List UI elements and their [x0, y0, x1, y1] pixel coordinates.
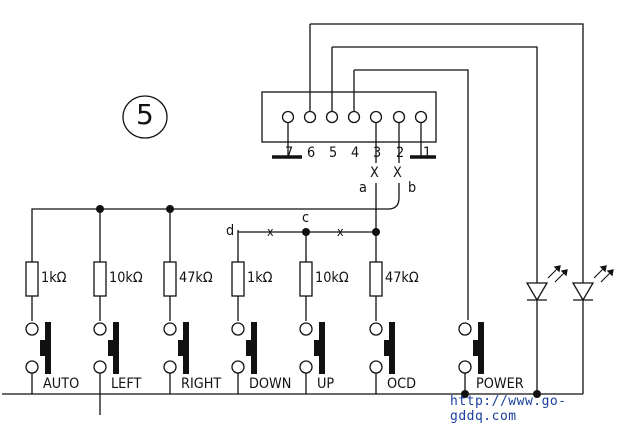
- connector-pin-label-5: 5: [329, 145, 338, 161]
- resistor-label-4: 1kΩ: [247, 270, 273, 286]
- connector-pin-label-3: 3: [373, 145, 382, 161]
- connector-pin-label-6: 6: [307, 145, 316, 161]
- switch-label-right: RIGHT: [181, 376, 222, 392]
- wire-pin5-led1: [332, 46, 538, 283]
- node-label-b: b: [408, 180, 417, 196]
- wire-pin4-power: [354, 69, 469, 320]
- connector-pin-label-2: 2: [396, 145, 405, 161]
- switch-label-left: LEFT: [111, 376, 142, 392]
- junction-dots: [96, 205, 541, 398]
- node-label-c: c: [302, 210, 310, 226]
- led-1: [525, 265, 568, 394]
- cut-mark-a: X: [370, 165, 379, 181]
- resistor-label-5: 10kΩ: [315, 270, 349, 286]
- wire-pin6-led2: [310, 23, 584, 283]
- switch-label-ocd: OCD: [387, 376, 417, 392]
- pin-stubs: [287, 24, 422, 163]
- connector-pin-label-4: 4: [351, 145, 360, 161]
- cut-mark-cd: x: [267, 225, 274, 239]
- node-label-d: d: [226, 223, 235, 239]
- connector-pin-label-1: 1: [423, 145, 432, 161]
- cut-mark-b: X: [393, 165, 402, 181]
- schematic-diagram: [2, 23, 614, 415]
- badge-circle: [122, 95, 168, 139]
- badge-number: 5: [136, 98, 154, 131]
- node-label-a: a: [359, 180, 367, 196]
- switch-label-up: UP: [317, 376, 335, 392]
- switch-actuators: [40, 322, 484, 374]
- switch-label-power: POWER: [476, 376, 524, 392]
- resistor-label-6: 47kΩ: [385, 270, 419, 286]
- resistor-label-1: 1kΩ: [41, 270, 67, 286]
- led-2: [571, 265, 614, 394]
- branch-drops: [99, 209, 377, 262]
- connector-body: [261, 91, 437, 143]
- resistor-label-2: 10kΩ: [109, 270, 143, 286]
- resistor-leads: [31, 296, 377, 321]
- switch-label-auto: AUTO: [43, 376, 80, 392]
- watermark-url: http://www.go-gddq.com: [450, 394, 567, 424]
- cut-mark-cx: x: [337, 225, 344, 239]
- resistor-label-3: 47kΩ: [179, 270, 213, 286]
- connector-pins: [281, 110, 428, 124]
- connector-pin-label-7: 7: [285, 145, 294, 161]
- switch-label-down: DOWN: [249, 376, 292, 392]
- wire-b: [31, 183, 400, 262]
